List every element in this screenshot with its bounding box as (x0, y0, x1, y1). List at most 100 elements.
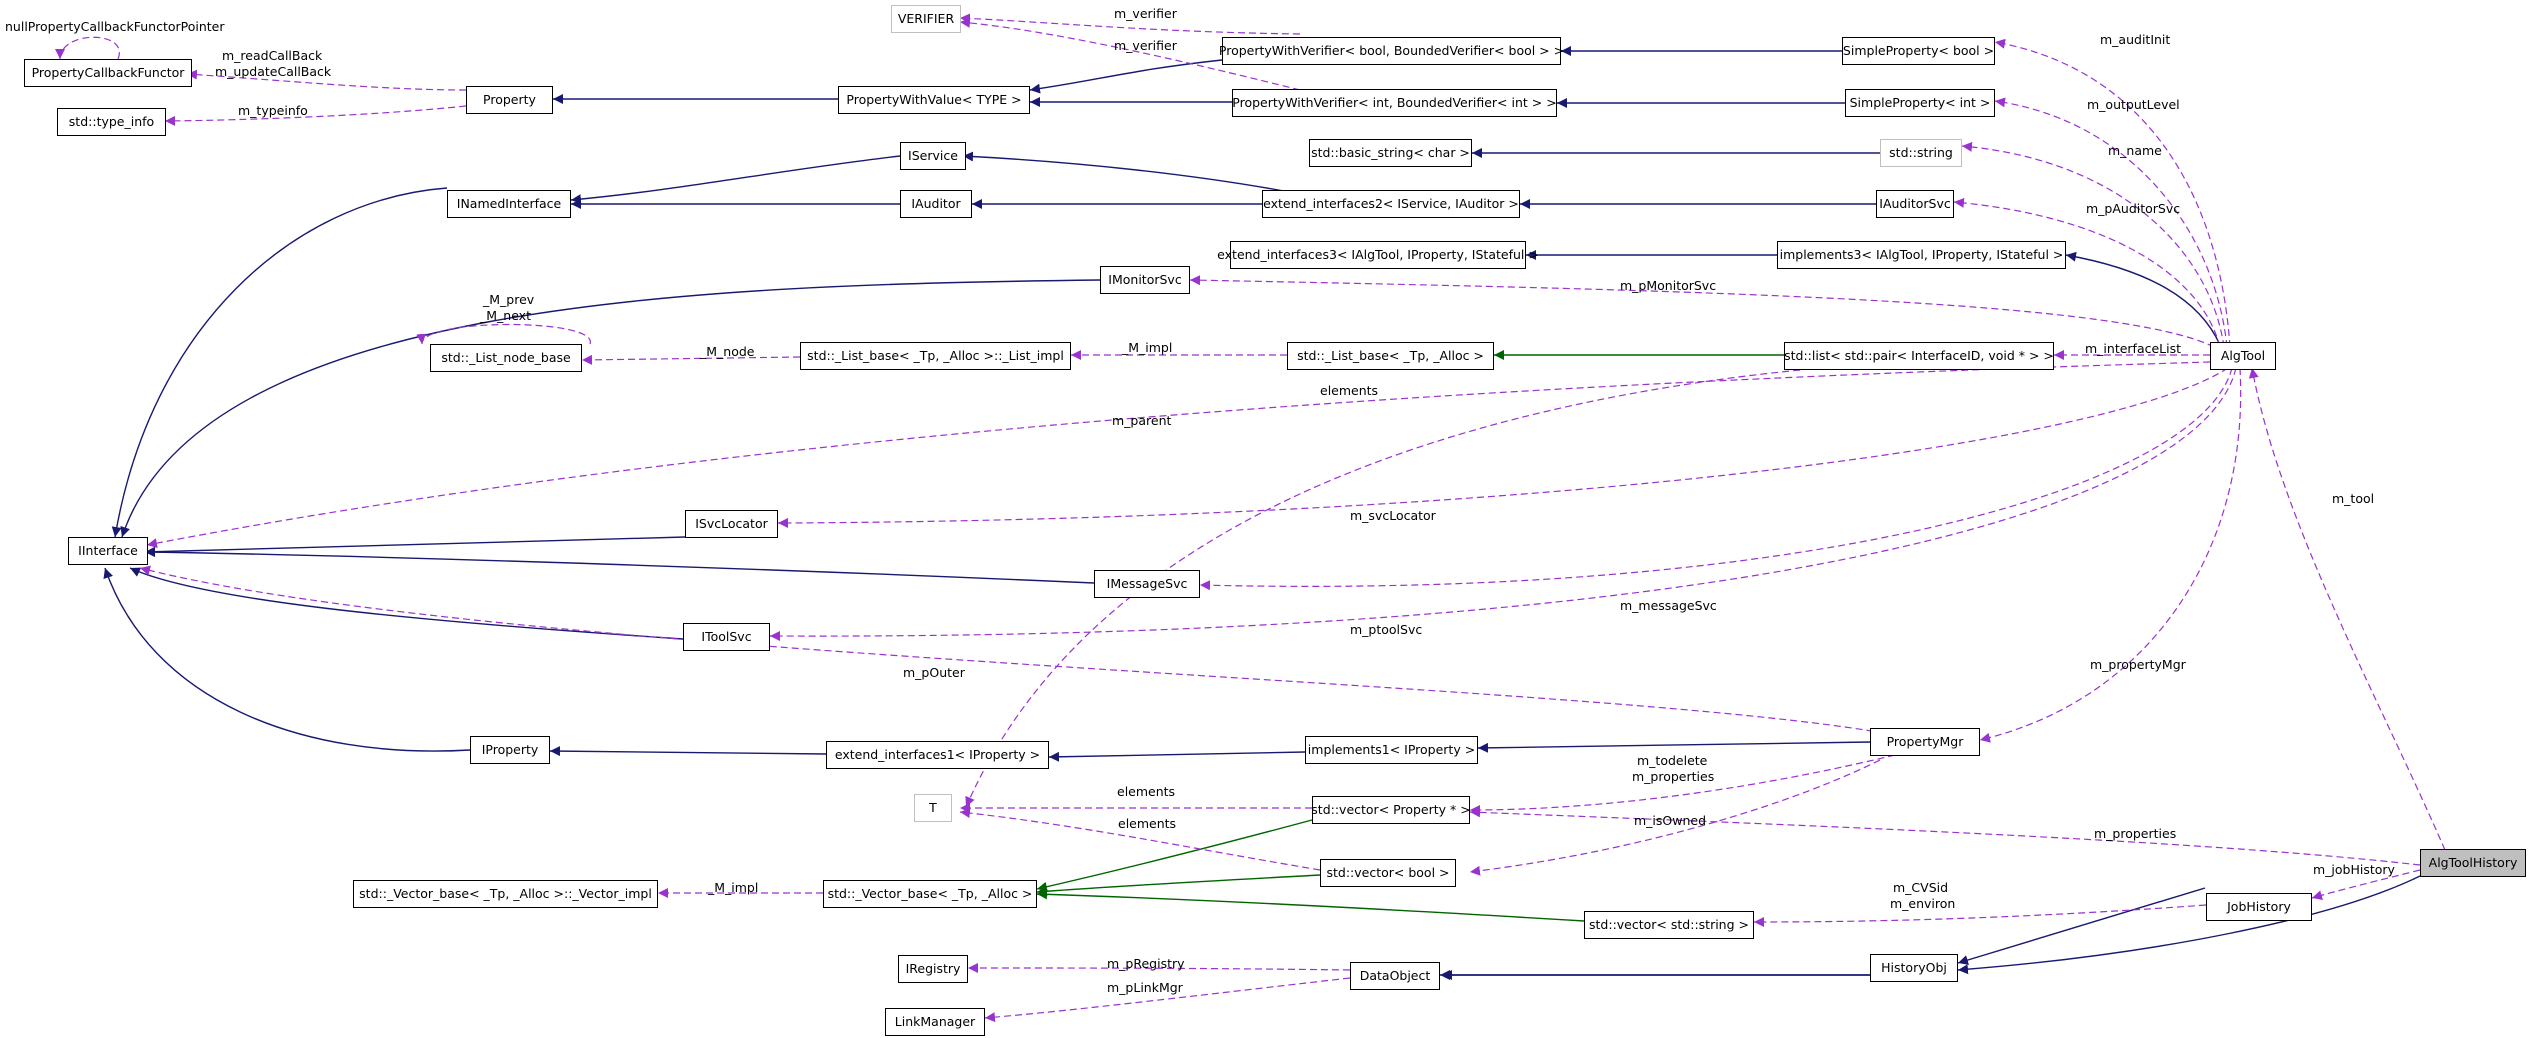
edge-iservice-inamed (570, 155, 901, 205)
label-typeinfo: m_typeinfo (238, 103, 308, 118)
label-verifier-2: m_verifier (1114, 38, 1177, 53)
label-elements-2: elements (1117, 784, 1176, 799)
node-property-with-verifier-bool[interactable]: PropertyWithVerifier< bool, BoundedVerif… (1219, 37, 1564, 65)
node-iauditor[interactable]: IAuditor (900, 190, 972, 218)
label-m-prev: _M_prev (483, 292, 535, 307)
edge-propmgr-iinterface (139, 565, 1896, 736)
node-imessage-svc[interactable]: IMessageSvc (1094, 570, 1200, 598)
edge-vecbool-vecbase (1036, 874, 1321, 897)
edge-property-typeinfo (164, 105, 467, 126)
label-properties-1: m_properties (1632, 769, 1715, 784)
label-property-mgr: m_propertyMgr (2090, 657, 2186, 672)
node-std-list-impl[interactable]: std::_List_base< _Tp, _Alloc >::_List_im… (800, 342, 1071, 370)
node-property-with-verifier-int[interactable]: PropertyWithVerifier< int, BoundedVerifi… (1232, 89, 1557, 117)
label-environ: m_environ (1890, 896, 1956, 911)
edge-algtool-iinterface (146, 361, 2211, 549)
node-std-list-base[interactable]: std::_List_base< _Tp, _Alloc > (1287, 342, 1494, 370)
label-job-history: m_jobHistory (2313, 862, 2395, 877)
node-data-object[interactable]: DataObject (1350, 962, 1440, 990)
edge-ext1-iproperty (549, 746, 827, 757)
node-job-history[interactable]: JobHistory (2206, 893, 2312, 921)
edge-algtool-impl3 (2065, 251, 2221, 346)
node-std-list-node-base[interactable]: std::_List_node_base (430, 344, 582, 372)
edge-algtool-propmgr (1979, 367, 2242, 743)
label-p-auditor-svc: m_pAuditorSvc (2086, 201, 2181, 216)
node-t[interactable]: T (914, 794, 952, 822)
label-read-callback: m_readCallBack (222, 48, 323, 63)
edge-property-pcf (186, 69, 467, 91)
edge-algtoolhist-jobhist (2311, 869, 2421, 901)
edge-jobhist-historyobj (1957, 887, 2206, 965)
label-null-pcf-pointer: nullPropertyCallbackFunctorPointer (5, 19, 225, 34)
edge-listimpl-listnode (581, 354, 801, 365)
edge-listnode-loop (416, 323, 591, 345)
node-isvc-locator[interactable]: ISvcLocator (685, 510, 778, 538)
label-m-impl-2: _M_impl (708, 880, 759, 895)
edge-vecstr-vecbase (1036, 889, 1585, 922)
node-simple-property-int[interactable]: SimpleProperty< int > (1845, 89, 1995, 117)
node-history-obj[interactable]: HistoryObj (1870, 954, 1958, 982)
edge-dataobject-linkmgr (984, 977, 1351, 1023)
node-imonitor-svc[interactable]: IMonitorSvc (1100, 266, 1190, 294)
node-property-callback-functor[interactable]: PropertyCallbackFunctor (24, 59, 192, 87)
edge-stdlist-t (965, 369, 1801, 808)
label-name: m_name (2108, 143, 2162, 158)
node-implements3[interactable]: implements3< IAlgTool, IProperty, IState… (1777, 241, 2066, 269)
edge-ext2-iservice (962, 151, 1301, 195)
node-std-vector-impl[interactable]: std::_Vector_base< _Tp, _Alloc >::_Vecto… (353, 880, 658, 908)
edge-verifier-pwvint (959, 17, 1301, 91)
label-cvs-id: m_CVSid (1893, 880, 1949, 895)
node-link-manager[interactable]: LinkManager (885, 1008, 985, 1036)
node-algtool[interactable]: AlgTool (2210, 342, 2276, 370)
edge-algtool-imessage (1199, 367, 2233, 591)
label-ptool-svc: m_ptoolSvc (1350, 622, 1423, 637)
node-std-string[interactable]: std::string (1880, 139, 1962, 167)
edge-algtool-spbool (1994, 38, 2231, 348)
label-p-outer: m_pOuter (903, 665, 965, 680)
edge-iproperty-iinterface (103, 567, 471, 752)
node-simple-property-bool[interactable]: SimpleProperty< bool > (1842, 37, 1995, 65)
node-property-mgr[interactable]: PropertyMgr (1870, 728, 1980, 756)
node-implements1[interactable]: implements1< IProperty > (1305, 736, 1478, 764)
node-std-basic-string[interactable]: std::basic_string< char > (1309, 139, 1472, 167)
node-inamed-interface[interactable]: INamedInterface (447, 190, 571, 218)
node-itool-svc[interactable]: IToolSvc (683, 623, 770, 651)
edge-verifier-pwvbool (959, 13, 1301, 35)
node-extend-interfaces3[interactable]: extend_interfaces3< IAlgTool, IProperty,… (1217, 241, 1539, 269)
node-std-list-pair[interactable]: std::list< std::pair< InterfaceID, void … (1784, 342, 2054, 370)
node-std-type-info[interactable]: std::type_info (57, 108, 166, 136)
node-std-vector-base[interactable]: std::_Vector_base< _Tp, _Alloc > (823, 880, 1037, 908)
edge-vecbool-t (959, 808, 1321, 871)
edge-impl1-ext1 (1048, 751, 1306, 762)
node-iservice[interactable]: IService (900, 142, 966, 170)
edge-propmgr-impl1 (1477, 741, 1871, 753)
label-m-node: _M_node (700, 344, 755, 359)
edge-algtool-itoolsvc (769, 367, 2237, 642)
edge-itoolsvc-iinterface (129, 567, 684, 640)
edge-algtoolhist-algtool (2248, 367, 2446, 851)
node-algtool-history[interactable]: AlgToolHistory (2420, 849, 2526, 877)
node-property[interactable]: Property (466, 86, 553, 114)
edge-algtoolhist-vecprop (1469, 807, 2421, 866)
edge-algtool-string (1961, 141, 2225, 348)
label-parent: m_parent (1112, 413, 1172, 428)
node-iregistry[interactable]: IRegistry (898, 955, 968, 983)
node-extend-interfaces1[interactable]: extend_interfaces1< IProperty > (826, 741, 1049, 769)
node-std-vector-string[interactable]: std::vector< std::string > (1584, 911, 1754, 939)
label-m-next: _M_next (480, 308, 531, 323)
label-p-monitor-svc: m_pMonitorSvc (1620, 278, 1717, 293)
node-iinterface[interactable]: IInterface (68, 537, 148, 565)
node-iproperty[interactable]: IProperty (470, 736, 550, 764)
node-extend-interfaces2[interactable]: extend_interfaces2< IService, IAuditor > (1262, 190, 1520, 218)
label-update-callback: m_updateCallBack (215, 64, 332, 79)
node-property-with-value[interactable]: PropertyWithValue< TYPE > (838, 86, 1030, 114)
label-elements-3: elements (1118, 816, 1177, 831)
label-audit-init: m_auditInit (2100, 32, 2171, 47)
node-iauditor-svc[interactable]: IAuditorSvc (1876, 190, 1954, 218)
node-std-vector-bool[interactable]: std::vector< bool > (1320, 859, 1456, 887)
node-verifier[interactable]: VERIFIER (891, 5, 961, 33)
label-elements-1: elements (1320, 383, 1379, 398)
label-output-level: m_outputLevel (2087, 97, 2180, 112)
label-m-impl-1: _M_impl (1122, 340, 1173, 355)
node-std-vector-property[interactable]: std::vector< Property * > (1311, 796, 1471, 824)
